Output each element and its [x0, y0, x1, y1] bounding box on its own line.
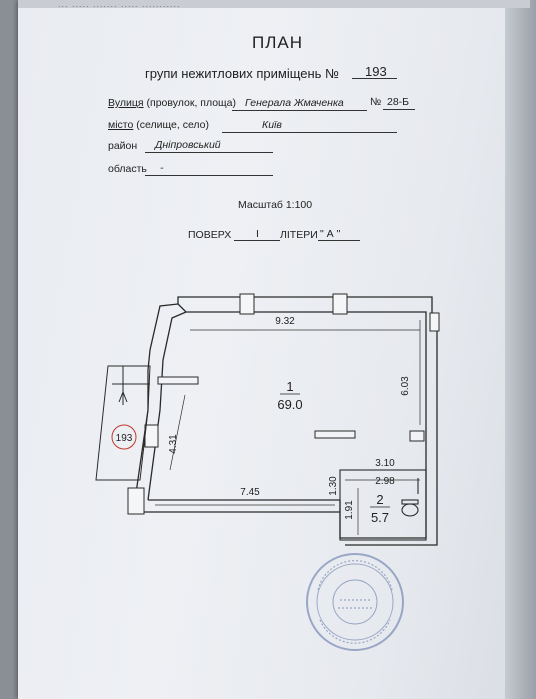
city-label: місто (селище, село) — [108, 119, 210, 131]
region-underline — [145, 175, 273, 176]
city-value: Київ — [262, 119, 282, 131]
dim-wc-left-b: 1.91 — [344, 500, 355, 520]
room1-area: 69.0 — [277, 397, 302, 412]
number-value: 28-Б — [387, 96, 410, 108]
top-edge-text: ... ..... ....... ..... ........... — [18, 0, 530, 8]
scale-label: Масштаб 1:100 — [238, 199, 313, 211]
letter-underline — [318, 240, 360, 241]
room2-number: 2 — [376, 492, 383, 507]
floor-underline — [234, 240, 280, 241]
document-page — [18, 0, 530, 699]
street-label: Вулиця (провулок, площа) — [108, 97, 237, 109]
plan-subtitle: групи нежитлових приміщень № — [145, 66, 340, 81]
outer-walls — [134, 296, 438, 546]
group-number-underline — [352, 78, 397, 79]
dim-wc-left-a: 1.30 — [328, 476, 339, 496]
room2-area: 5.7 — [371, 510, 389, 525]
group-marker-number: 193 — [116, 433, 133, 444]
dim-right: 6.03 — [400, 376, 411, 396]
windows — [239, 293, 440, 332]
dimension-lines — [155, 320, 421, 535]
dim-wc-top: 3.10 — [375, 458, 395, 469]
dim-bottom: 7.45 — [240, 487, 260, 498]
letter-label: ЛІТЕРИ — [280, 229, 318, 241]
plan-title: ПЛАН — [252, 33, 303, 52]
street-value: Генерала Жмаченка — [245, 97, 344, 109]
wc-room — [339, 469, 427, 541]
page-edge-shadow — [505, 0, 536, 699]
letter-value: " А " — [320, 228, 341, 240]
region-label: область — [108, 163, 147, 175]
left-openings — [127, 424, 159, 515]
district-label: район — [108, 140, 138, 152]
seal-stamp — [306, 553, 404, 651]
city-underline — [222, 132, 397, 133]
dim-top: 9.32 — [275, 316, 295, 327]
region-value: - — [160, 162, 164, 174]
dim-wc-inner: 2.98 — [375, 476, 395, 487]
street-underline — [232, 110, 367, 111]
room1-number: 1 — [286, 379, 293, 394]
number-underline — [383, 109, 415, 110]
dim-left: 4.31 — [168, 434, 179, 454]
annex-block — [95, 365, 151, 481]
district-value: Дніпровський — [155, 139, 221, 151]
group-number: 193 — [365, 64, 387, 79]
floor-value: I — [256, 228, 259, 240]
interior-elements — [157, 376, 425, 442]
group-marker-circle — [111, 424, 137, 450]
district-underline — [145, 152, 273, 153]
floor-label: ПОВЕРХ — [188, 229, 232, 241]
number-label: № — [370, 96, 382, 108]
